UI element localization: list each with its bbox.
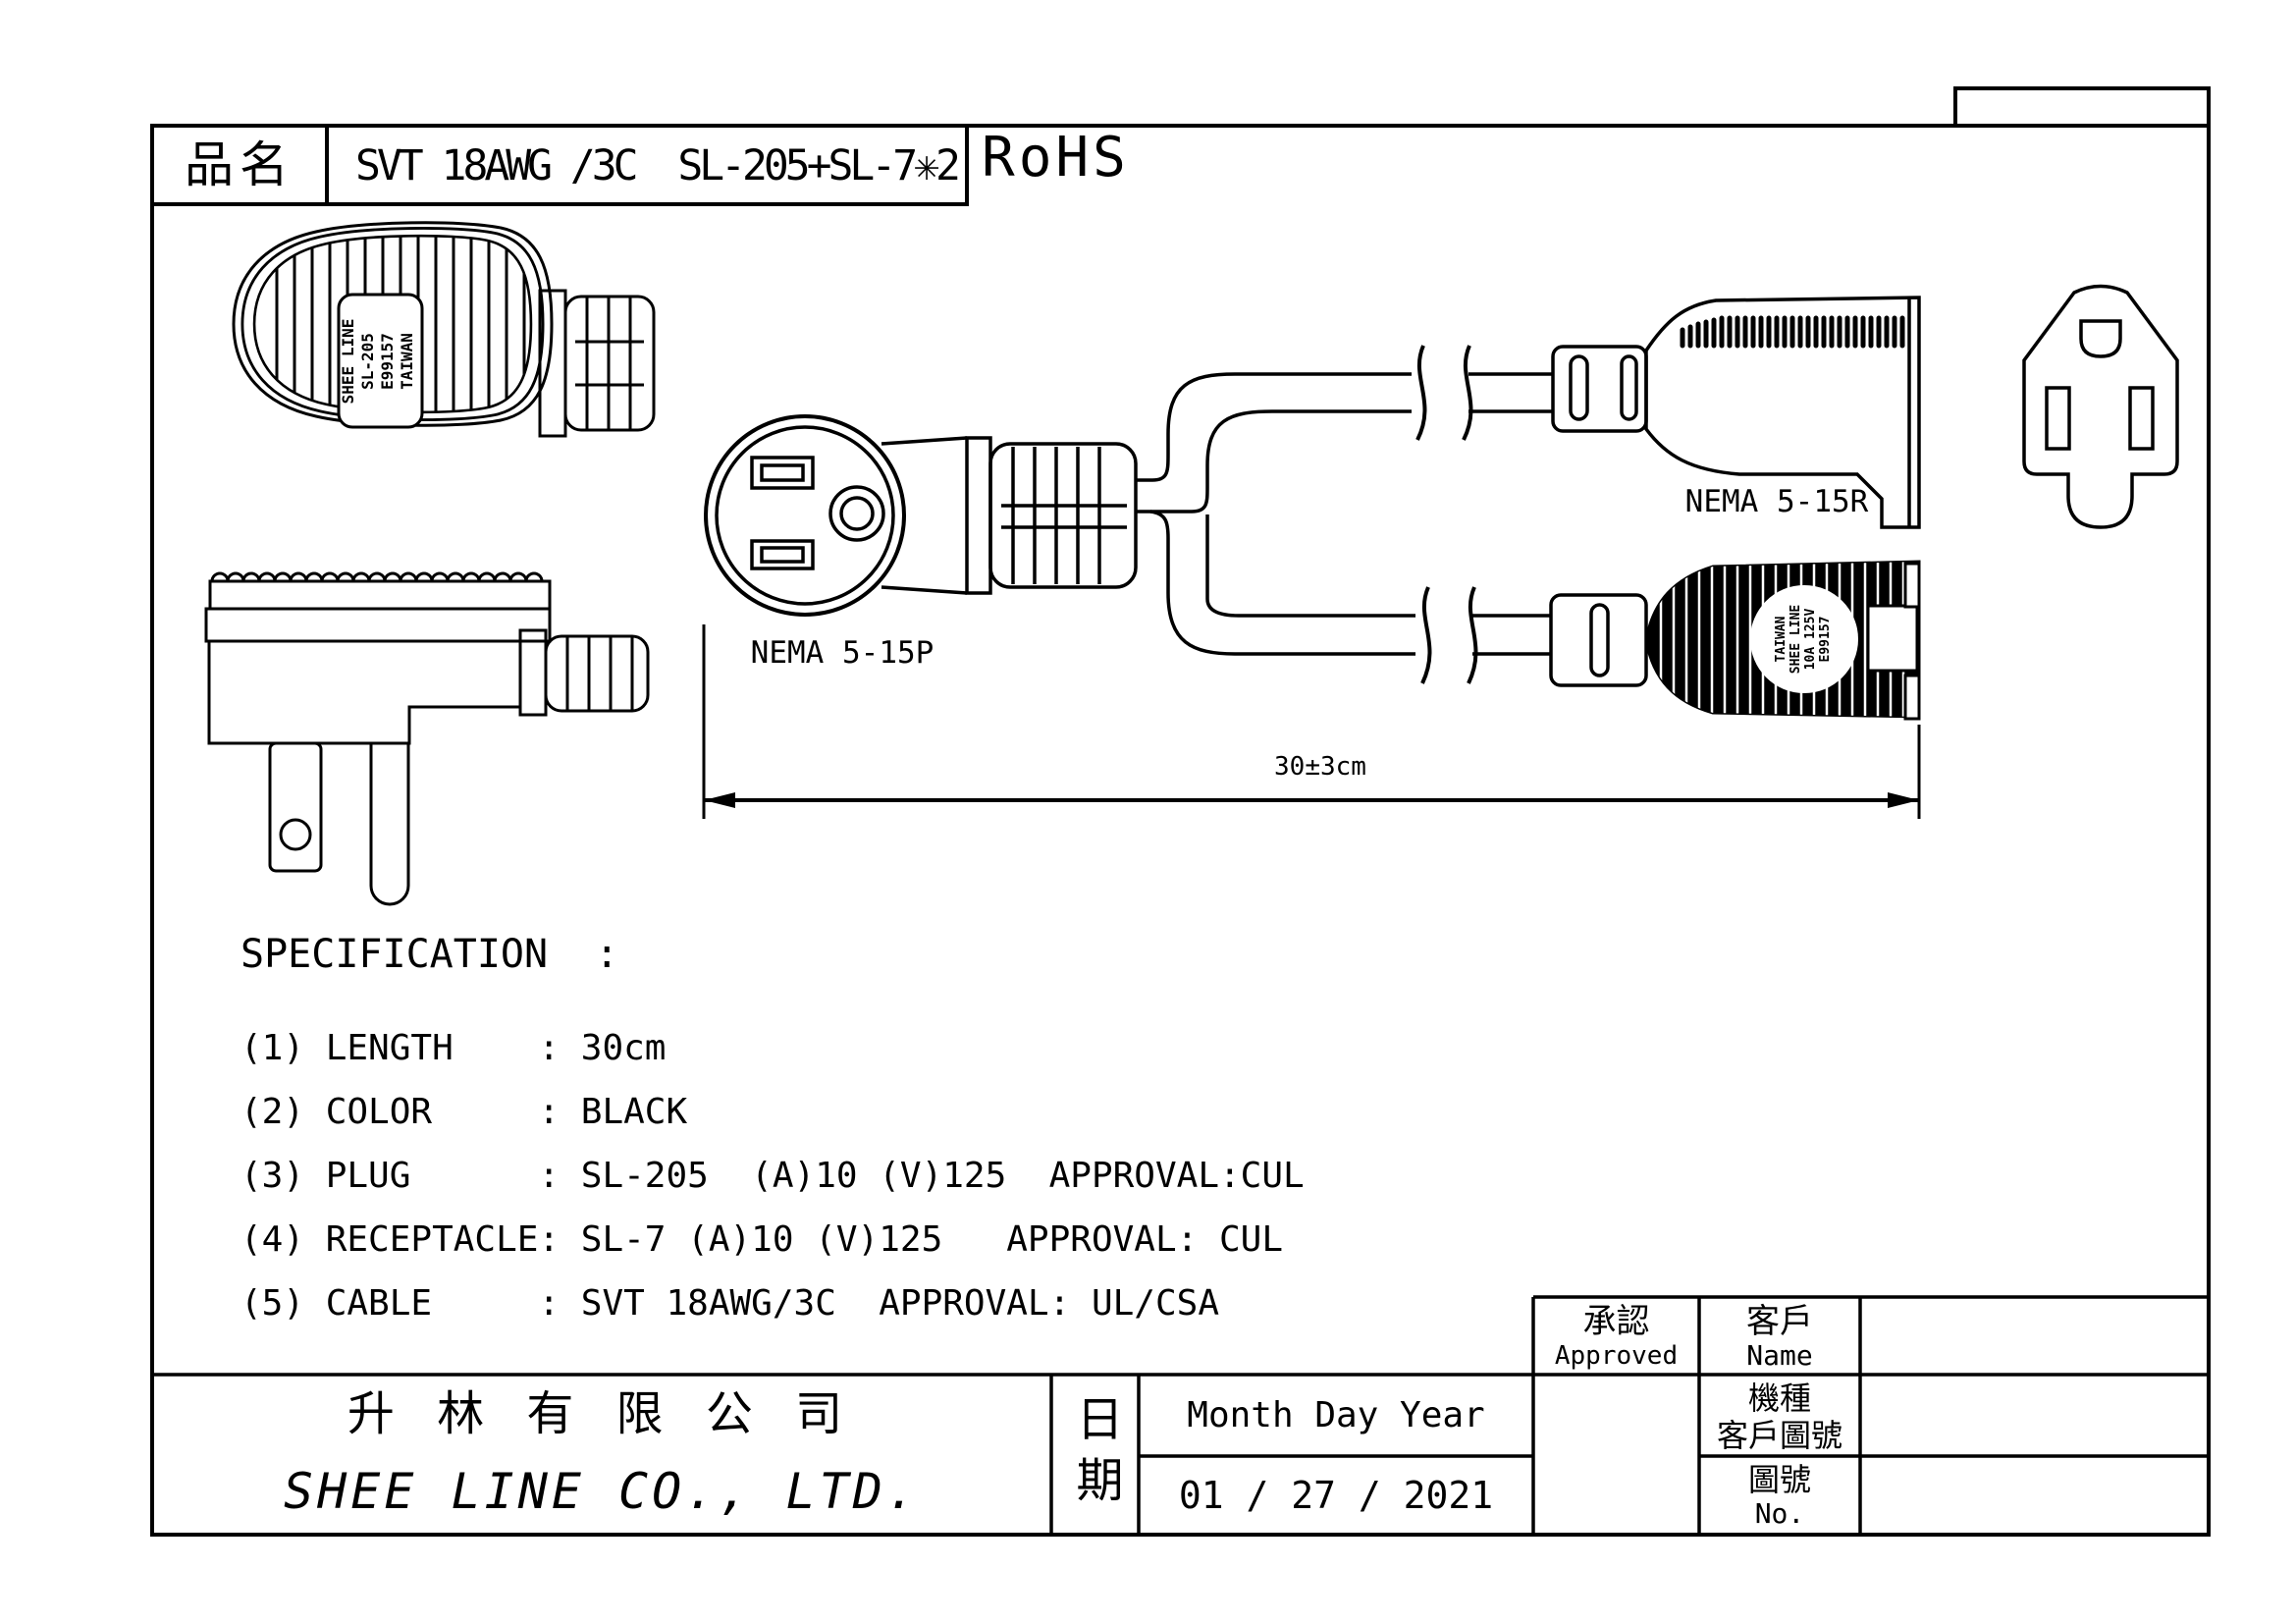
dimension-arrow-left xyxy=(704,792,735,808)
company-name-en: SHEE LINE CO., LTD. xyxy=(284,1463,920,1520)
plug-blade xyxy=(268,741,323,873)
spec-item-plug: (3) PLUG : SL-205 (A)10 (V)125 APPROVAL:… xyxy=(240,1156,1305,1196)
length-dimension xyxy=(702,624,1921,819)
model-label-zh: 機種 xyxy=(1747,1380,1811,1417)
plug-marking-line: TAIWAN xyxy=(398,333,416,390)
receptacle-strain-relief xyxy=(1549,593,1648,687)
plug-face-view xyxy=(704,414,1138,617)
plug-marking-line: E99157 xyxy=(378,333,397,390)
hot-slot xyxy=(2128,386,2155,451)
blade-slot-bottom xyxy=(750,539,815,570)
plug-side-view xyxy=(204,571,650,906)
spec-heading: SPECIFICATION : xyxy=(240,932,619,977)
blade-hole xyxy=(279,818,312,851)
spec-item-length: (1) LENGTH : 30cm xyxy=(240,1028,667,1068)
approved-label-en: Approved xyxy=(1554,1341,1679,1371)
customer-drawing-label-zh: 客戶圖號 xyxy=(1716,1417,1842,1454)
customer-label-zh: 客戶 xyxy=(1746,1302,1813,1341)
plug-marking-line: SHEE LINE xyxy=(339,319,357,405)
dimension-arrow-right xyxy=(1888,792,1919,808)
receptacle-marking-label xyxy=(1750,585,1858,693)
plug-face-caption: NEMA 5-15P xyxy=(750,635,934,671)
date-value: 01 / 27 / 2021 xyxy=(1178,1474,1494,1517)
ground-slot xyxy=(2079,319,2122,358)
top-right-box xyxy=(1953,86,2211,128)
plug-marking-line: SL-205 xyxy=(358,333,377,390)
receptacle-marking-line: 10A 125V xyxy=(1803,609,1818,671)
spec-item-cable: (5) CABLE : SVT 18AWG/3C APPROVAL: UL/CS… xyxy=(240,1283,1219,1324)
sheet-frame xyxy=(150,86,2211,1537)
neutral-slot xyxy=(2045,386,2071,451)
drawing-no-label-zh: 圖號 xyxy=(1747,1461,1811,1498)
receptacle-rib-texture xyxy=(1680,315,1905,349)
receptacle-upper-view xyxy=(1551,296,1921,529)
drawing-no-label-en: No. xyxy=(1754,1497,1805,1530)
cable-run xyxy=(1137,345,1553,684)
plug-marking-label xyxy=(337,293,424,429)
rohs-mark: RoHS xyxy=(982,126,1130,189)
blade-slot-top xyxy=(750,456,815,490)
date-header: Month Day Year xyxy=(1187,1394,1485,1435)
title-block-lines xyxy=(152,1295,2209,1535)
plug-ground-pin xyxy=(369,743,410,906)
cable-break-symbol xyxy=(1415,345,1478,684)
receptacle-marking-line: E99157 xyxy=(1818,617,1833,663)
receptacle-face-view xyxy=(2022,284,2179,529)
approved-label-zh: 承認 xyxy=(1582,1302,1650,1341)
receptacle-lower-view: TAIWAN SHEE LINE 10A 125V E99157 xyxy=(1549,560,1921,721)
product-name-title: SVT 18AWG /3C SL-205+SL-7✳2 xyxy=(355,141,961,190)
receptacle-caption: NEMA 5-15R xyxy=(1684,484,1869,519)
cord-texture xyxy=(210,571,544,582)
plug-rear-view: SHEE LINE SL-205 E99157 TAIWAN xyxy=(232,221,656,438)
customer-label-en: Name xyxy=(1746,1339,1813,1372)
receptacle-marking-line: TAIWAN xyxy=(1774,616,1789,662)
plug-strain-relief-rear xyxy=(538,289,656,438)
ground-pin-outline xyxy=(828,485,885,542)
length-dimension-label: 30±3cm xyxy=(1274,752,1366,782)
product-label: 品名 xyxy=(185,136,294,193)
company-name-zh: 升 林 有 限 公 司 xyxy=(347,1386,857,1441)
title-box xyxy=(150,124,969,206)
date-label: 日期 xyxy=(1067,1393,1123,1516)
receptacle-marking-line: SHEE LINE xyxy=(1789,605,1803,674)
spec-item-receptacle: (4) RECEPTACLE: SL-7 (A)10 (V)125 APPROV… xyxy=(240,1219,1284,1260)
spec-item-color: (2) COLOR : BLACK xyxy=(240,1092,688,1132)
